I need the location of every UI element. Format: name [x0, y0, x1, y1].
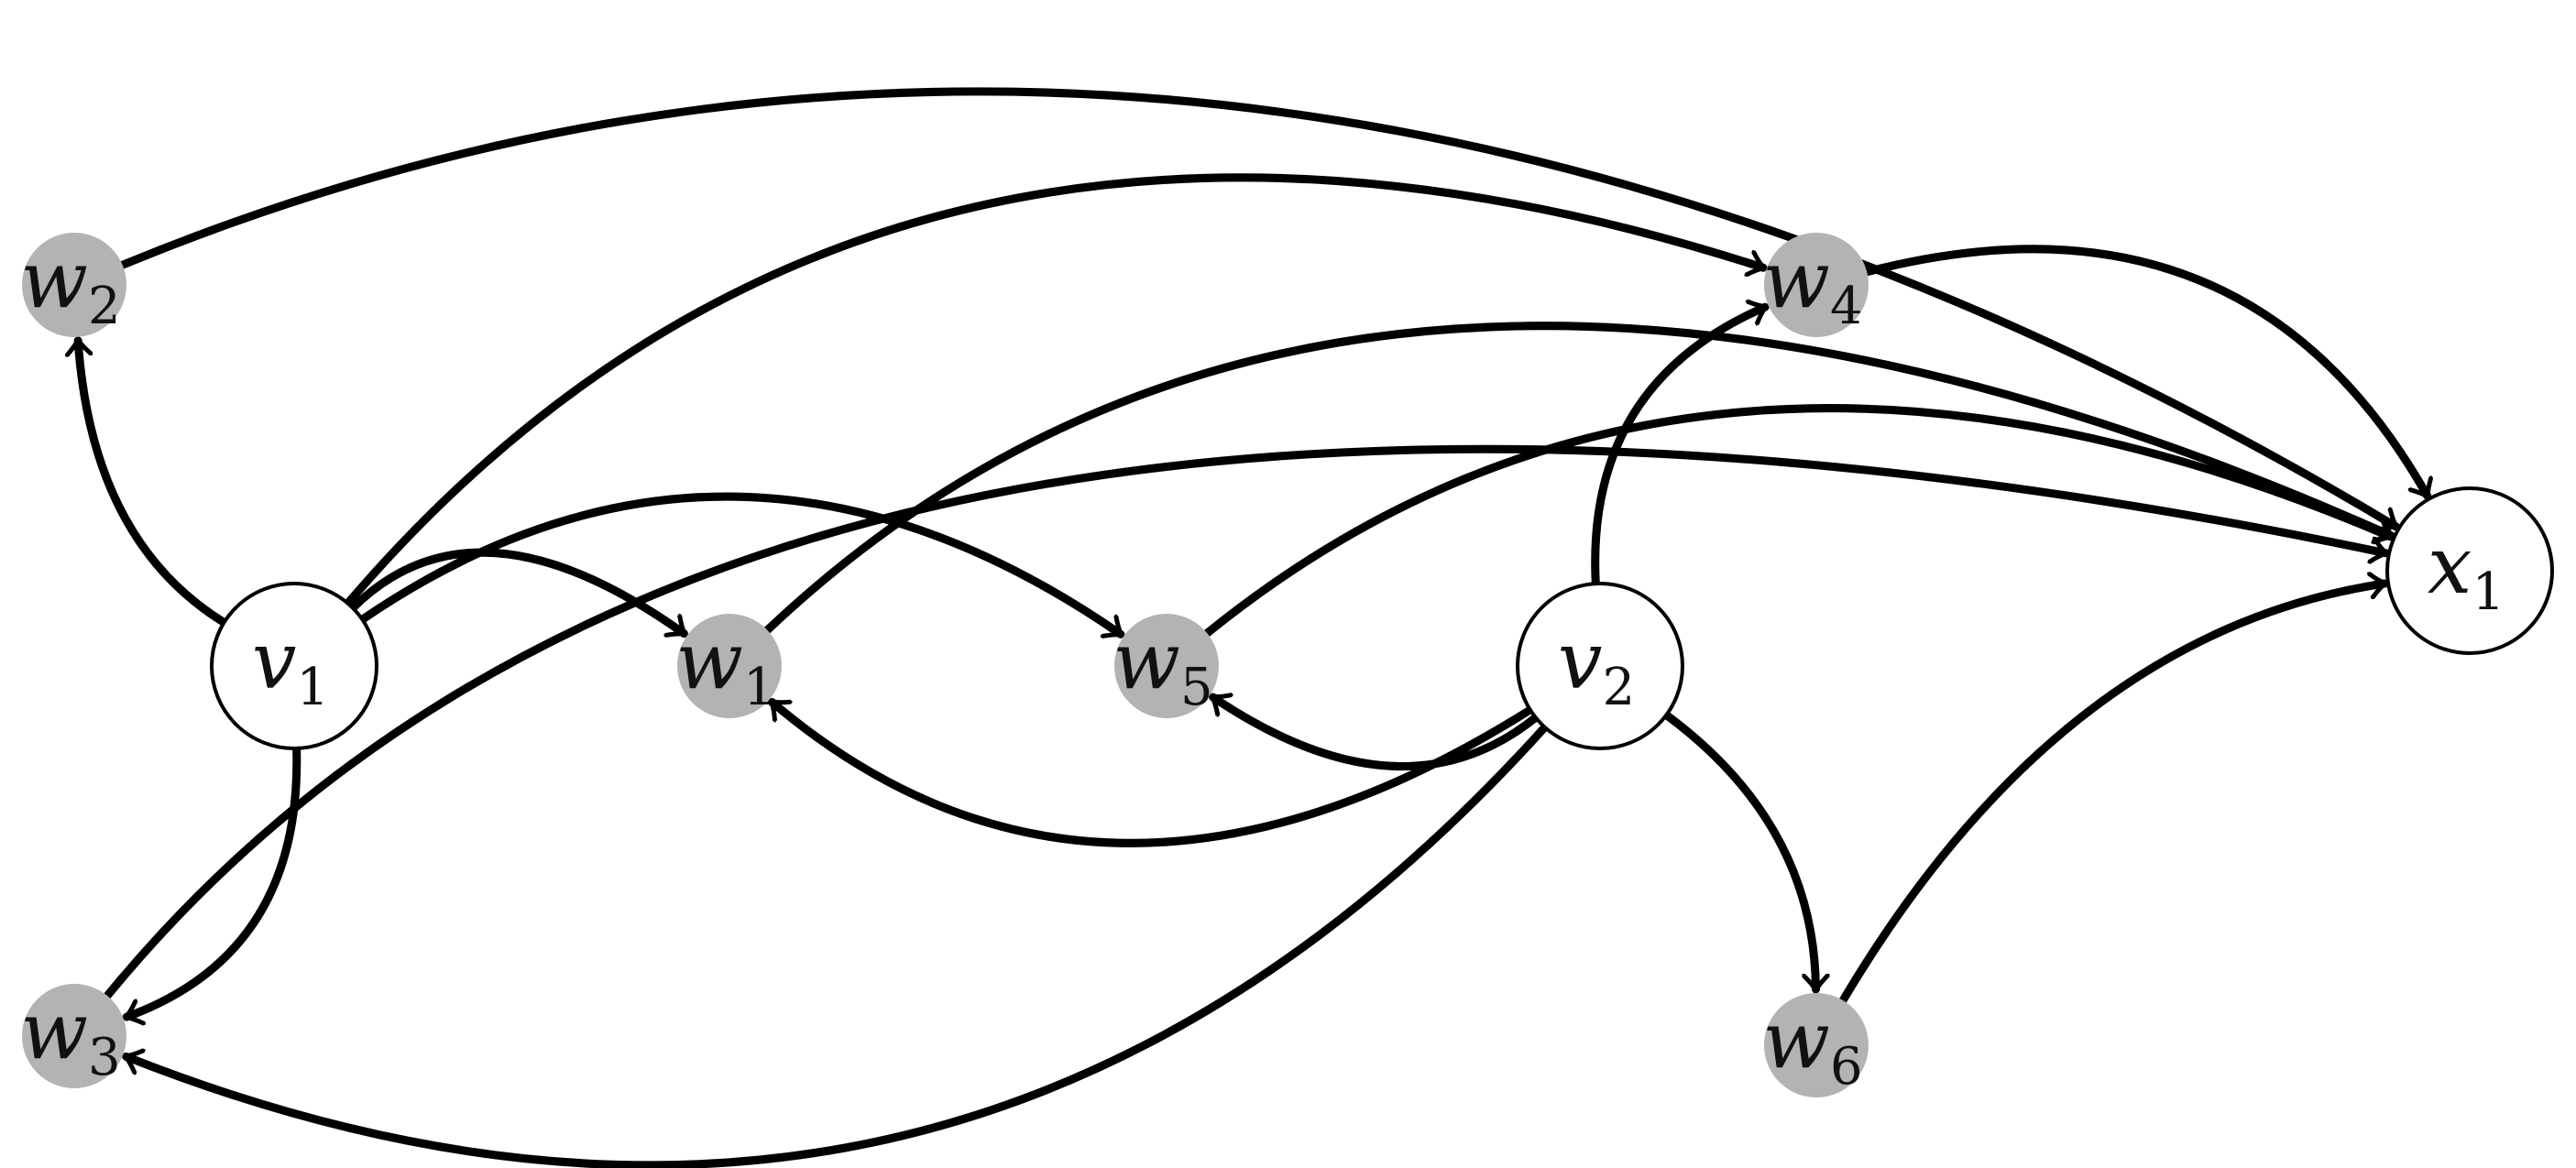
node-w1-circle: [677, 614, 782, 718]
node-w1: w1: [675, 614, 782, 718]
node-x1-circle: [2385, 486, 2554, 655]
node-w6: w6: [1762, 993, 1869, 1097]
node-w6-label-base: w: [1762, 995, 1830, 1086]
node-w2-circle: [22, 233, 126, 337]
node-v2-circle: [1516, 582, 1684, 750]
node-x1-label: x1: [2428, 520, 2505, 622]
edges-layer: [78, 87, 2428, 1168]
node-w5-label-sub: 5: [1180, 658, 1213, 717]
node-w3: w3: [20, 984, 126, 1088]
node-w3-label: w3: [20, 986, 120, 1087]
edge-v2-to-w3: [126, 723, 1550, 1168]
node-w4-label-sub: 4: [1830, 277, 1863, 336]
node-w4-label: w4: [1762, 235, 1862, 336]
edge-v1-to-w3: [126, 744, 301, 1017]
node-w4-label-base: w: [1762, 235, 1830, 326]
node-v1-label-sub: 1: [296, 658, 329, 717]
edge-w3-to-x1: [103, 444, 2385, 1000]
node-v1-label: v1: [252, 616, 329, 717]
node-w6-label-sub: 6: [1830, 1037, 1863, 1097]
edge-v1-to-w1: [348, 548, 684, 639]
edge-v2-to-w5: [1213, 697, 1540, 770]
node-w3-label-sub: 3: [88, 1028, 121, 1087]
edge-w5-to-x1: [1202, 404, 2390, 638]
node-v1: v1: [210, 582, 378, 750]
node-w5-label: w5: [1113, 616, 1212, 717]
edge-v2-to-w6: [1661, 711, 1815, 994]
node-v2-label-base: v: [1558, 616, 1603, 707]
node-w2: w2: [20, 233, 126, 337]
edge-v1-to-w2: [78, 336, 229, 628]
node-w1-label-sub: 1: [743, 658, 776, 717]
node-v1-label-base: v: [252, 616, 297, 707]
edge-v1-to-w4: [344, 173, 1763, 608]
node-w4: w4: [1762, 233, 1869, 337]
edge-w4-to-x1: [1862, 245, 2428, 496]
edge-v1-to-w5: [357, 492, 1120, 634]
node-w6-circle: [1764, 993, 1869, 1097]
node-w5-circle: [1114, 614, 1219, 718]
node-v2-label-sub: 2: [1602, 658, 1635, 717]
node-w3-label-base: w: [20, 986, 88, 1077]
node-x1-label-sub: 1: [2472, 562, 2505, 622]
node-v1-circle: [210, 582, 378, 750]
node-x1: x1: [2385, 486, 2554, 655]
edge-v2-to-w4: [1591, 307, 1765, 588]
edge-w1-to-x1: [762, 322, 2391, 635]
node-w2-label-sub: 2: [88, 277, 121, 336]
node-w5-label-base: w: [1113, 616, 1180, 707]
node-w1-label: w1: [675, 616, 775, 717]
node-v2: v2: [1516, 582, 1684, 750]
node-w5: w5: [1113, 614, 1219, 718]
node-w3-circle: [22, 984, 126, 1088]
node-x1-label-base: x: [2428, 520, 2472, 612]
edge-v2-to-w1: [773, 697, 1535, 847]
node-w2-label: w2: [20, 235, 120, 336]
node-w2-label-base: w: [20, 235, 88, 326]
edge-w6-to-x1: [1838, 584, 2384, 1005]
node-w4-circle: [1764, 233, 1869, 337]
node-v2-label: v2: [1558, 616, 1635, 717]
node-w6-label: w6: [1762, 995, 1862, 1097]
node-w1-label-base: w: [675, 616, 743, 707]
edge-w2-to-x1: [118, 87, 2396, 527]
